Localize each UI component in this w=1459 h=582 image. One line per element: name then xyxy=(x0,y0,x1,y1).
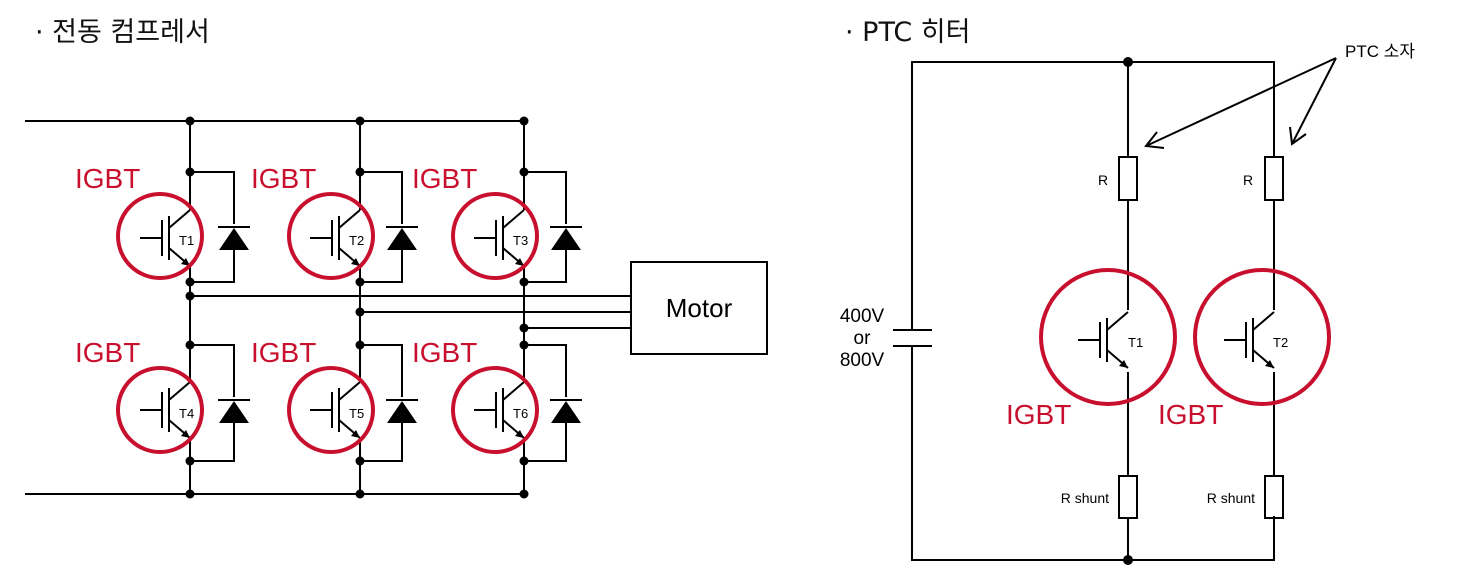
motor-label: Motor xyxy=(666,293,733,323)
svg-text:or: or xyxy=(854,328,872,349)
svg-text:800V: 800V xyxy=(840,350,885,371)
junction-dots-right xyxy=(1123,57,1133,565)
igbt-label-2: IGBT xyxy=(251,163,316,194)
label-t2: T2 xyxy=(349,233,364,248)
junction-dots-left xyxy=(185,116,529,499)
igbt-label-6: IGBT xyxy=(412,337,477,368)
resistor-label-2: R xyxy=(1243,172,1253,188)
shunt-resistor-2 xyxy=(1264,475,1284,519)
label-ptc-t2: T2 xyxy=(1273,335,1288,350)
phase-outputs xyxy=(190,295,631,329)
igbt-label-3: IGBT xyxy=(412,163,477,194)
shunt-label-1: R shunt xyxy=(1061,490,1109,506)
label-t4: T4 xyxy=(179,406,194,421)
label-t6: T6 xyxy=(513,406,528,421)
label-t3: T3 xyxy=(513,233,528,248)
igbt-label-1: IGBT xyxy=(75,163,140,194)
ptc-igbt-label-1: IGBT xyxy=(1006,399,1071,430)
freewheel-diodes xyxy=(190,171,583,462)
ptc-heater-title: · PTC 히터 xyxy=(845,17,970,48)
ptc-callout-arrows xyxy=(1144,57,1337,149)
resistor-r2 xyxy=(1264,156,1284,201)
ptc-element-label: PTC 소자 xyxy=(1345,42,1415,61)
igbt-label-4: IGBT xyxy=(75,337,140,368)
resistor-r1 xyxy=(1118,156,1138,201)
ptc-wiring xyxy=(893,61,1275,561)
supply-voltage-label: 400V or 800V xyxy=(840,306,885,371)
motor-box xyxy=(630,261,768,355)
label-t1: T1 xyxy=(179,233,194,248)
resistor-label-1: R xyxy=(1098,172,1108,188)
label-t5: T5 xyxy=(349,406,364,421)
label-ptc-t1: T1 xyxy=(1128,335,1143,350)
igbt-highlights-left xyxy=(116,192,539,454)
ptc-igbt-label-2: IGBT xyxy=(1158,399,1223,430)
compressor-igbts xyxy=(139,209,525,439)
shunt-resistor-1 xyxy=(1118,475,1138,519)
compressor-title: · 전동 컴프레서 xyxy=(35,17,210,48)
shunt-label-2: R shunt xyxy=(1207,490,1255,506)
igbt-label-5: IGBT xyxy=(251,337,316,368)
igbt-highlights-right xyxy=(1039,268,1331,406)
svg-text:400V: 400V xyxy=(840,306,885,327)
